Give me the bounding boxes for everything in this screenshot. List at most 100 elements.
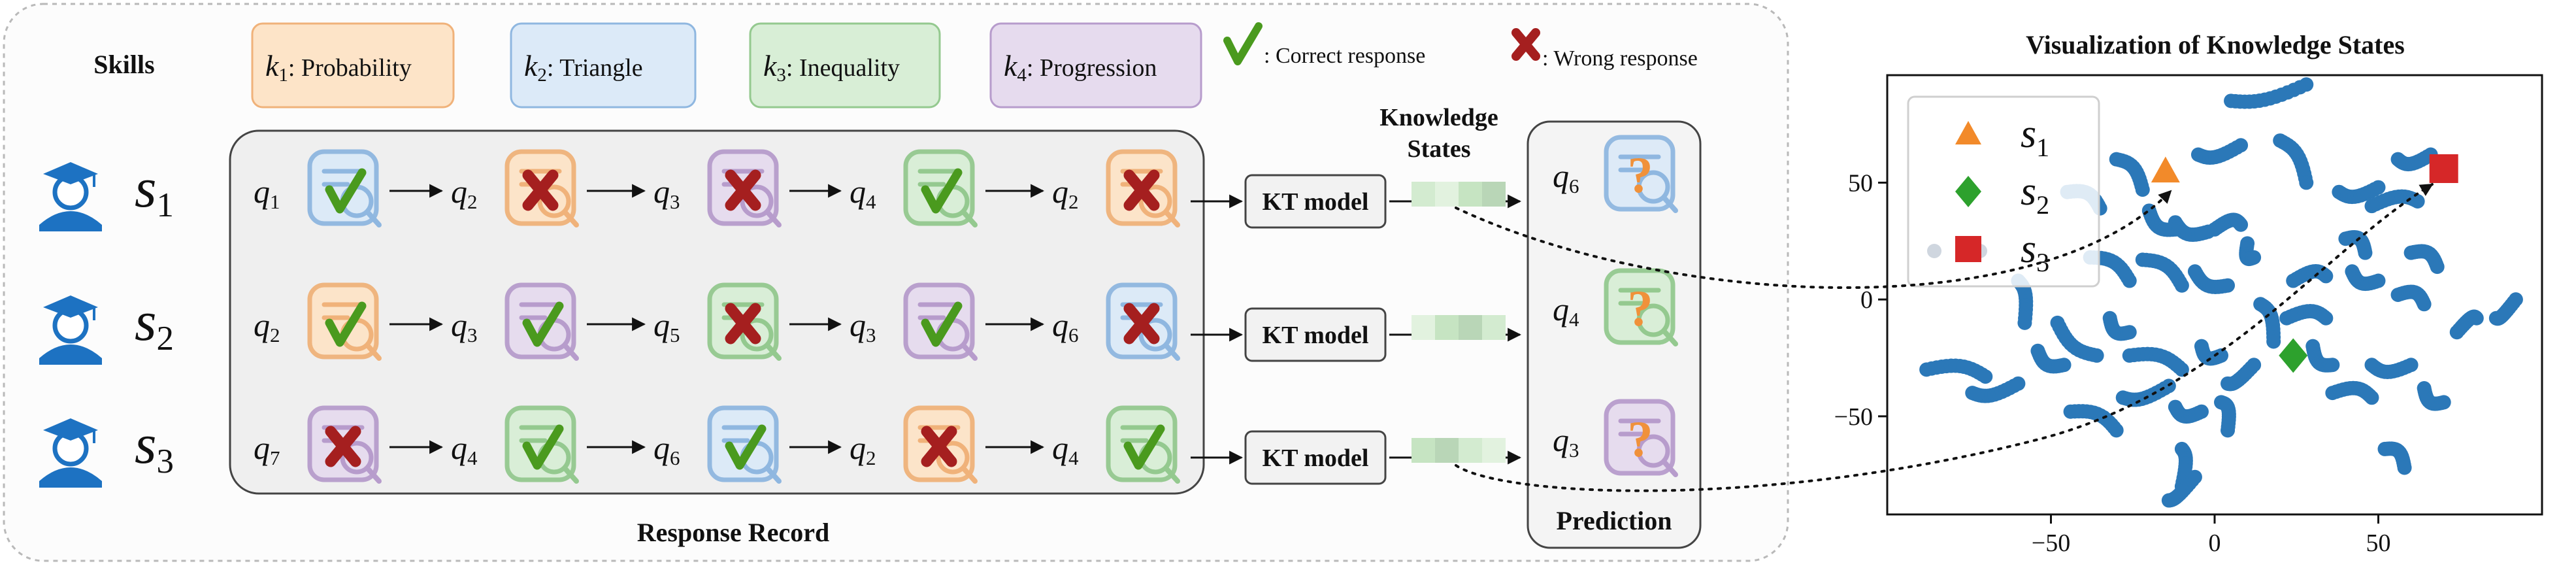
magnifier-lens: [1138, 184, 1172, 218]
state-cell: [1412, 438, 1435, 463]
data-point: [2364, 390, 2379, 405]
question-card-icon: [504, 282, 579, 361]
data-point: [2122, 325, 2137, 340]
student-icon: [39, 418, 102, 488]
y-tick-label: 50: [1848, 169, 1873, 197]
legend-marker-triangle: [1955, 121, 1981, 144]
kt-model-label: KT model: [1263, 322, 1369, 349]
magnifier-handle: [1661, 195, 1678, 213]
data-point: [2410, 194, 2425, 209]
question-label: q4: [451, 429, 478, 469]
prediction-label: Prediction: [1556, 506, 1672, 535]
magnifier-handle: [765, 343, 782, 361]
magnifier-lens: [936, 441, 970, 475]
data-point: [2214, 348, 2229, 363]
question-label: q4: [1052, 429, 1079, 469]
cross-icon: [725, 303, 761, 344]
data-point: [2436, 395, 2451, 410]
question-card-icon: [307, 282, 382, 361]
kt-model-frame: [1244, 174, 1387, 229]
question-card-icon: [903, 405, 978, 484]
cross-icon: [1123, 303, 1160, 344]
data-point: [2221, 278, 2236, 293]
checkmark-icon: [725, 424, 767, 470]
checkmark-icon: [522, 424, 564, 470]
legend-wrong-label: : Wrong response: [1542, 46, 1698, 71]
question-label: q6: [653, 429, 680, 469]
legend-correct: : Correct response: [1223, 22, 1425, 68]
state-cell: [1412, 182, 1435, 207]
magnifier-handle: [961, 209, 978, 227]
state-cell: [1435, 315, 1459, 340]
grad-cap: [43, 295, 98, 318]
question-card-icon: [504, 405, 579, 484]
data-point: [2187, 469, 2202, 484]
data-point: [2017, 315, 2032, 330]
highlight-triangle: [2151, 156, 2180, 183]
magnifier-handle: [365, 209, 382, 227]
legend-label: s2: [2021, 169, 2049, 220]
prediction-question-label: q3: [1553, 422, 1579, 461]
state-cell: [1459, 438, 1482, 463]
magnifier-lens: [740, 184, 774, 218]
data-point: [2319, 310, 2334, 326]
data-point: [2403, 358, 2419, 373]
skill-box-bg: [510, 22, 697, 109]
student-body: [39, 467, 102, 488]
knowledge-state-bar: [1412, 182, 1506, 207]
question-card-icon: [1106, 282, 1180, 361]
magnifier-handle: [961, 465, 978, 484]
magnifier-lens: [740, 318, 774, 352]
prediction-question-label: q6: [1553, 158, 1579, 197]
question-card-icon: ?: [1604, 268, 1678, 346]
question-mark-icon: ?: [1628, 411, 1653, 467]
connector-s1: [1455, 190, 2172, 289]
data-point: [2089, 348, 2104, 363]
question-card-icon: [1106, 405, 1180, 484]
question-card-icon: [307, 149, 382, 227]
question-label: q3: [850, 307, 876, 346]
data-point: [2319, 269, 2334, 284]
question-card-icon: [903, 149, 978, 227]
data-point: [2266, 334, 2281, 349]
skill-box-3: k3: Inequality: [749, 22, 941, 109]
legend-label: s1: [2021, 112, 2049, 162]
question-label: q1: [254, 173, 280, 213]
knowledge-state-bar: [1412, 315, 1506, 340]
magnifier-lens: [1138, 318, 1172, 352]
legend-marker-diamond: [1955, 176, 1981, 207]
question-label: q2: [451, 173, 478, 213]
magnifier-handle: [1661, 459, 1678, 477]
student-body: [39, 344, 102, 365]
magnifier-lens: [1636, 434, 1670, 468]
student-label: s1: [135, 156, 174, 224]
question-mark-icon: ?: [1628, 280, 1653, 337]
data-point: [2221, 423, 2236, 438]
student-icon: [39, 295, 102, 365]
skill-box-bg: [251, 22, 455, 109]
data-point: [2397, 460, 2412, 475]
question-card-icon: ?: [1604, 399, 1678, 477]
state-cell: [1412, 315, 1435, 340]
legend-faded-dot: [1927, 244, 1941, 258]
magnifier-lens: [340, 441, 374, 475]
skill-box-bg: [749, 22, 941, 109]
cross-icon: [325, 426, 361, 467]
magnifier-handle: [365, 343, 382, 361]
kt-model-frame: [1244, 307, 1387, 362]
question-card-icon: [903, 282, 978, 361]
student-body: [39, 211, 102, 231]
cross-icon: [1123, 169, 1160, 211]
skills-label: Skills: [93, 50, 154, 79]
question-card-icon: [707, 282, 782, 361]
question-card-icon: [707, 149, 782, 227]
chart-title: Visualization of Knowledge States: [2026, 30, 2405, 59]
checkmark-icon: [325, 301, 367, 347]
data-point: [2122, 273, 2137, 288]
prediction-1: q6?: [1553, 135, 1678, 213]
question-card-icon: ?: [1604, 135, 1678, 213]
data-point: [2299, 175, 2314, 190]
magnifier-handle: [562, 209, 579, 227]
